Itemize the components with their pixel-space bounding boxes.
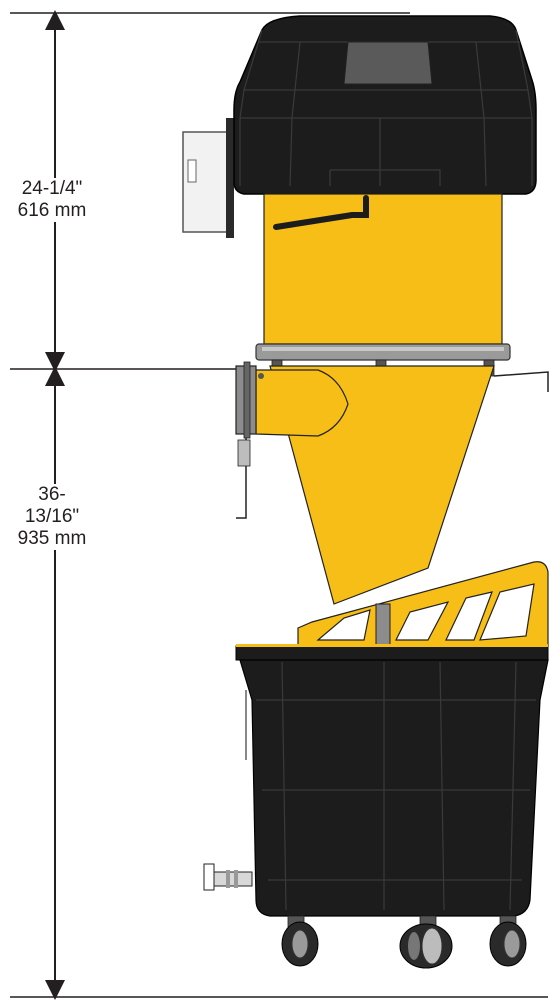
- inlet-nozzle: [255, 369, 349, 437]
- motor-head: [182, 15, 537, 238]
- separator-cone: [235, 361, 495, 605]
- lid-body: [233, 15, 537, 195]
- drain-valve-icon: [203, 863, 253, 891]
- lower-dimension-label: 36- 13/16" 935 mm: [0, 484, 104, 550]
- upper-dimension-metric: 616 mm: [17, 200, 87, 221]
- caster-wheel-icon: [281, 915, 319, 967]
- cylinder-flange: [255, 343, 511, 361]
- upper-dimension-imperial: 24-1/4": [21, 178, 83, 199]
- support-frame: [235, 561, 549, 663]
- collection-bin: [203, 659, 549, 917]
- lower-dimension-imperial-line2: 13/16": [24, 506, 80, 527]
- handle-icon: [273, 195, 369, 230]
- container-rim: [235, 645, 549, 661]
- caster-wheel-icon: [489, 915, 527, 967]
- lower-dimension-imperial-line1: 36-: [38, 484, 66, 505]
- upper-dimension-label: 24-1/4" 616 mm: [0, 178, 104, 222]
- lid-window: [343, 41, 433, 85]
- caster-wheel-icon: [399, 915, 453, 969]
- control-box-hinge: [226, 118, 234, 238]
- upper-cylinder: [255, 193, 549, 392]
- casters: [281, 915, 527, 969]
- control-box-latch: [187, 159, 197, 183]
- lower-dimension-metric: 935 mm: [17, 528, 87, 549]
